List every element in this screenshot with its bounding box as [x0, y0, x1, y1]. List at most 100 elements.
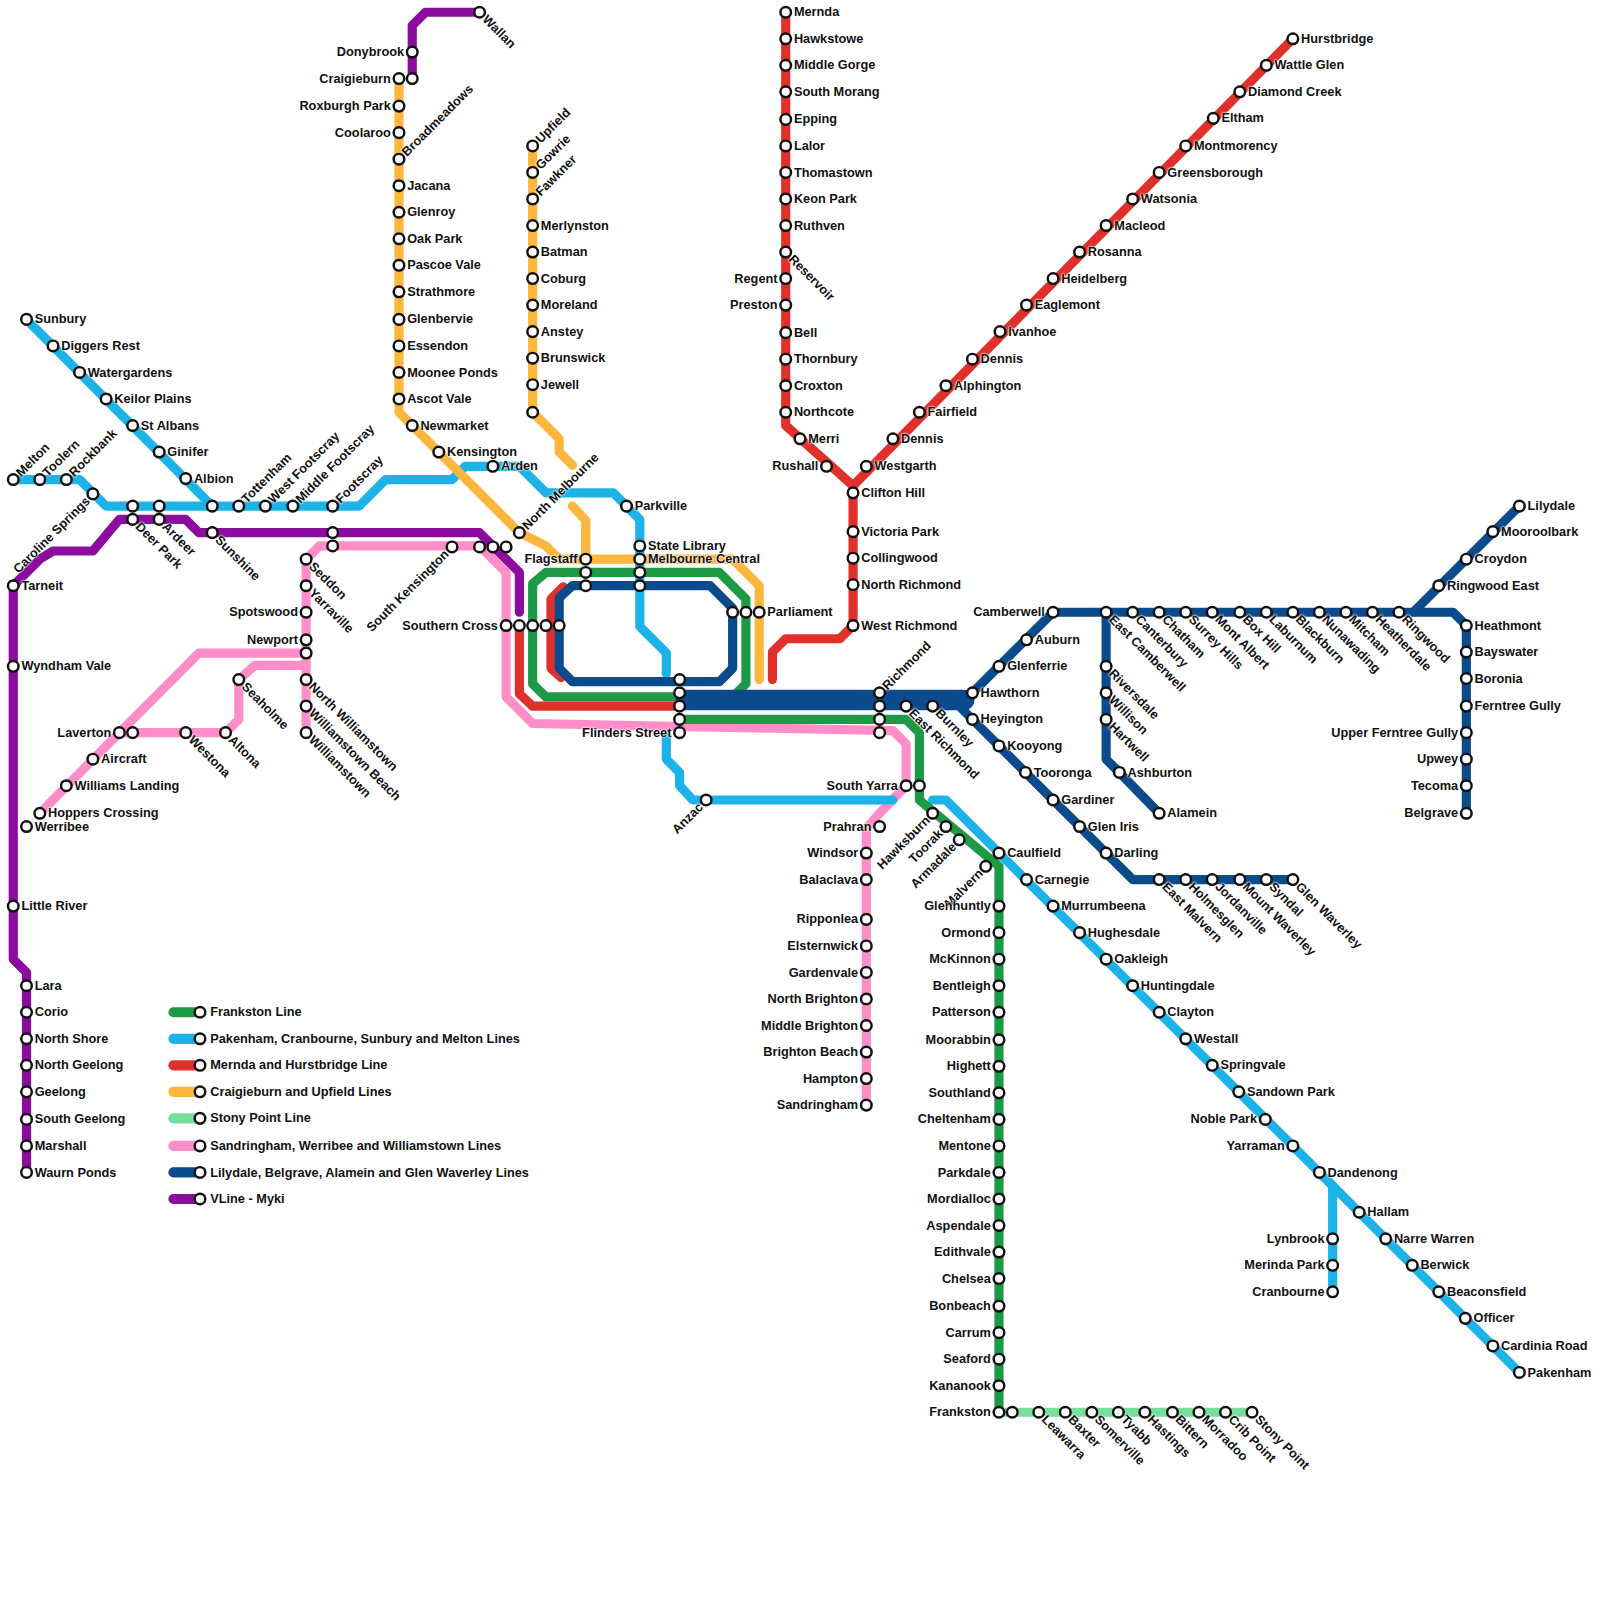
legend-dot [195, 1087, 206, 1098]
station-dots [8, 7, 1525, 1418]
station-dot [394, 260, 405, 271]
navy-track [972, 612, 1466, 813]
legend-dot-holder [193, 1138, 207, 1152]
station-dot [1461, 727, 1472, 738]
station-name: South Geelong [35, 1112, 126, 1126]
station-dot [21, 1007, 32, 1018]
station-name: Camberwell [973, 605, 1045, 619]
station-name: Thomastown [794, 165, 873, 179]
station-name: Watergardens [88, 365, 173, 379]
station-name: Craigieburn [319, 71, 391, 85]
station-name: Carnegie [1035, 872, 1090, 886]
station-dot [21, 1114, 32, 1125]
station-dot [941, 821, 952, 832]
station-dot [127, 420, 138, 431]
station-dot [527, 247, 538, 258]
station-name: Mooroolbark [1501, 524, 1578, 538]
station-dot [61, 780, 72, 791]
station-name: Mentone [938, 1139, 990, 1153]
legend-dot-holder [193, 1165, 207, 1179]
orange-track [572, 506, 585, 559]
station-dot [780, 87, 791, 98]
station-name: Montmorency [1194, 139, 1278, 153]
station-dot [1194, 1407, 1205, 1418]
station-dot [874, 727, 885, 738]
station-dot [1461, 554, 1472, 565]
station-dot [780, 300, 791, 311]
station-dot [1314, 607, 1325, 618]
station-dot [1407, 1260, 1418, 1271]
station-name: Brighton Beach [763, 1045, 858, 1059]
station-dot [1288, 1141, 1299, 1152]
station-dot [394, 101, 405, 112]
station-name: Mordialloc [927, 1192, 991, 1206]
station-dot [21, 1087, 32, 1098]
legend-dot-holder [193, 1058, 207, 1072]
station-dot [301, 634, 312, 645]
station-name: Bell [794, 326, 817, 340]
station-dot [994, 1247, 1005, 1258]
station-dot [327, 501, 338, 512]
station-name: Heidelberg [1061, 271, 1127, 285]
station-dot [861, 874, 872, 885]
station-dot [527, 220, 538, 231]
station-dot [1288, 33, 1299, 44]
station-dot [674, 727, 685, 738]
station-name: Tooronga [1034, 765, 1092, 779]
station-name: Windsor [807, 846, 858, 860]
station-dot [780, 354, 791, 365]
station-name: Gardenvale [789, 965, 858, 979]
station-name: Balaclava [799, 872, 858, 886]
station-dot [701, 795, 712, 806]
station-name: Beaconsfield [1447, 1285, 1526, 1299]
station-dot [1261, 607, 1272, 618]
vline-track [412, 12, 479, 78]
station-dot [433, 447, 444, 458]
station-dot [501, 542, 512, 553]
station-dot [874, 714, 885, 725]
station-name: Collingwood [861, 551, 938, 565]
station-name: Upwey [1417, 752, 1458, 766]
station-name: Cranbourne [1252, 1285, 1324, 1299]
legend-dot-holder [193, 1085, 207, 1099]
station-name: Flagstaff [524, 552, 577, 566]
station-dot [8, 474, 19, 485]
station-name: Narre Warren [1394, 1232, 1474, 1246]
station-name: North Geelong [35, 1058, 124, 1072]
station-name: Southern Cross [402, 618, 498, 632]
station-name: Glen Iris [1088, 819, 1139, 833]
station-dot [674, 674, 685, 685]
station-dot [994, 927, 1005, 938]
station-dot [21, 821, 32, 832]
station-dot [1074, 821, 1085, 832]
station-name: Tarneit [21, 579, 63, 593]
station-dot [994, 1380, 1005, 1391]
station-name: Lilydale [1528, 499, 1575, 513]
station-name: Seaford [943, 1352, 990, 1366]
station-dot [994, 1194, 1005, 1205]
station-dot [1288, 874, 1299, 885]
station-dot [554, 620, 565, 631]
station-dot [1367, 607, 1378, 618]
station-name: Waurn Ponds [35, 1165, 117, 1179]
station-dot [1234, 607, 1245, 618]
station-dot [1101, 661, 1112, 672]
station-dot [127, 514, 138, 525]
station-dot [180, 473, 191, 484]
legend-text: Frankston Line [210, 1005, 301, 1019]
station-name: Strathmore [407, 285, 475, 299]
station-name: Ripponlea [797, 912, 859, 926]
station-dot [207, 527, 218, 538]
station-name: Merinda Park [1244, 1258, 1324, 1272]
station-name: Flinders Street [582, 726, 671, 740]
red-track [519, 626, 679, 707]
station-dot [780, 114, 791, 125]
station-name: St Albans [141, 418, 199, 432]
station-dot [1140, 1407, 1151, 1418]
station-dot [1514, 501, 1525, 512]
station-name: Parkville [635, 499, 687, 513]
station-dot [327, 541, 338, 552]
green-track [680, 719, 999, 1412]
station-name: Glenroy [407, 205, 455, 219]
station-dot [795, 433, 806, 444]
